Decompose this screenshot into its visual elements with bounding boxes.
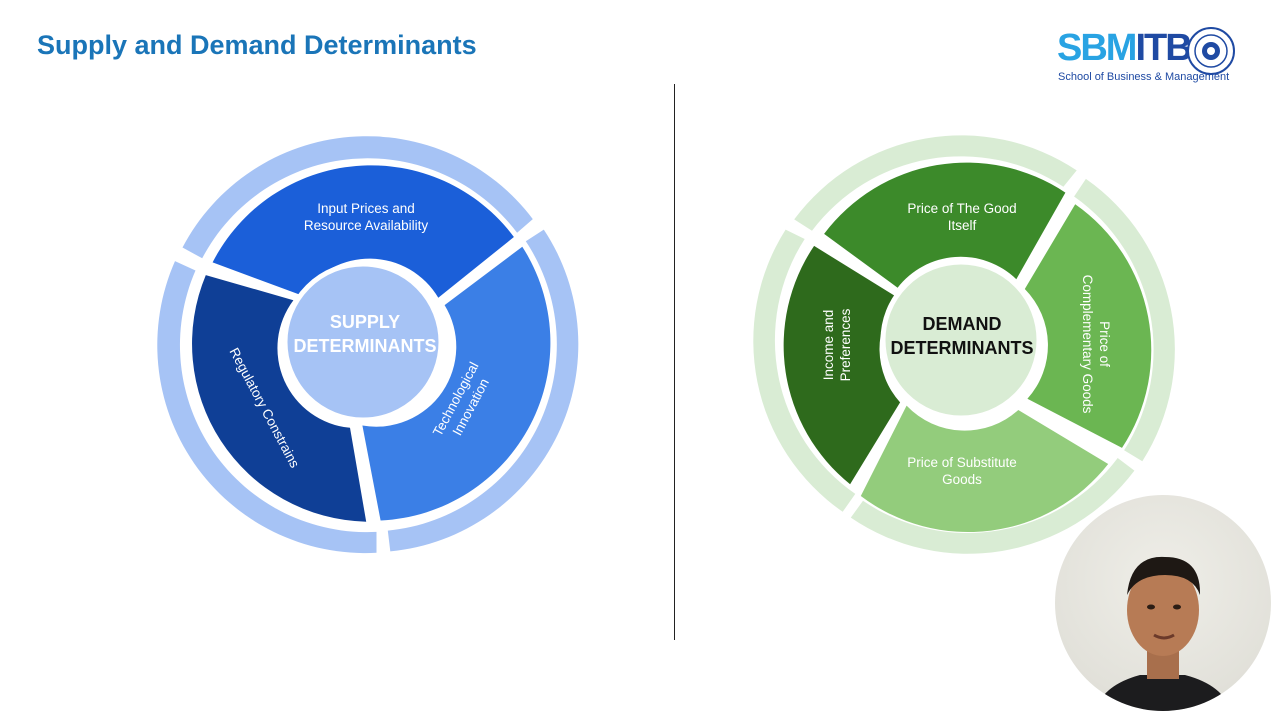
- supply-label-input-line1: Input Prices and: [317, 201, 415, 216]
- supply-segment-input-prices: [212, 165, 514, 298]
- demand-outer-ring-left: [753, 229, 856, 512]
- demand-label-income-line1: Income and: [821, 310, 836, 381]
- demand-label-income-line2: Preferences: [838, 308, 853, 381]
- demand-label-price-good-line1: Price of The Good: [907, 201, 1016, 216]
- supply-segment-technological: [362, 246, 551, 521]
- supply-outer-ring-left: [157, 261, 377, 554]
- itb-seal-icon: [1187, 27, 1235, 75]
- supply-center-circle: [282, 261, 444, 423]
- logo-subtitle: School of Business & Management: [1058, 71, 1230, 83]
- demand-segment-income: [783, 245, 901, 485]
- logo-wordmark: SBMITB: [1057, 27, 1193, 69]
- demand-center-circle: [880, 259, 1042, 421]
- demand-center-line1: DEMAND: [923, 314, 1002, 334]
- demand-outer-ring-top: [794, 135, 1077, 231]
- demand-label-substitute-line2: Goods: [942, 472, 982, 487]
- supply-center-line2: DETERMINANTS: [294, 336, 437, 356]
- demand-center-line2: DETERMINANTS: [891, 338, 1034, 358]
- demand-outer-ring-right: [1074, 178, 1175, 462]
- slide-title: Supply and Demand Determinants: [37, 30, 477, 60]
- demand-label-substitute-line1: Price of Substitute: [907, 455, 1017, 470]
- supply-label-input-line2: Resource Availability: [304, 218, 429, 233]
- logo-wordmark-sbm: SBM: [1057, 27, 1137, 69]
- demand-label-complementary-line2: Complementary Goods: [1080, 275, 1095, 414]
- demand-label-complementary-line1: Price of: [1097, 321, 1112, 367]
- logo-wordmark-itb: ITB: [1135, 27, 1192, 69]
- demand-segment-complementary: [1024, 204, 1152, 448]
- demand-outer-ring-bottom: [850, 458, 1135, 554]
- supply-center-line1: SUPPLY: [330, 312, 400, 332]
- presenter-video: [1055, 495, 1271, 711]
- supply-outer-ring: [157, 136, 579, 554]
- demand-segment-price-good: [824, 162, 1066, 288]
- column-divider: [674, 84, 675, 640]
- supply-segment-regulatory: [192, 275, 367, 522]
- presenter-video-icon: [1095, 556, 1231, 711]
- supply-outer-ring-top: [182, 136, 533, 259]
- sbm-itb-logo: SBMITB School of Business & Management: [1052, 22, 1252, 86]
- demand-outer-ring: [753, 135, 1175, 554]
- demand-label-price-good-line2: Itself: [948, 218, 977, 233]
- demand-segment-substitute: [860, 405, 1109, 533]
- supply-outer-ring-right: [387, 229, 579, 552]
